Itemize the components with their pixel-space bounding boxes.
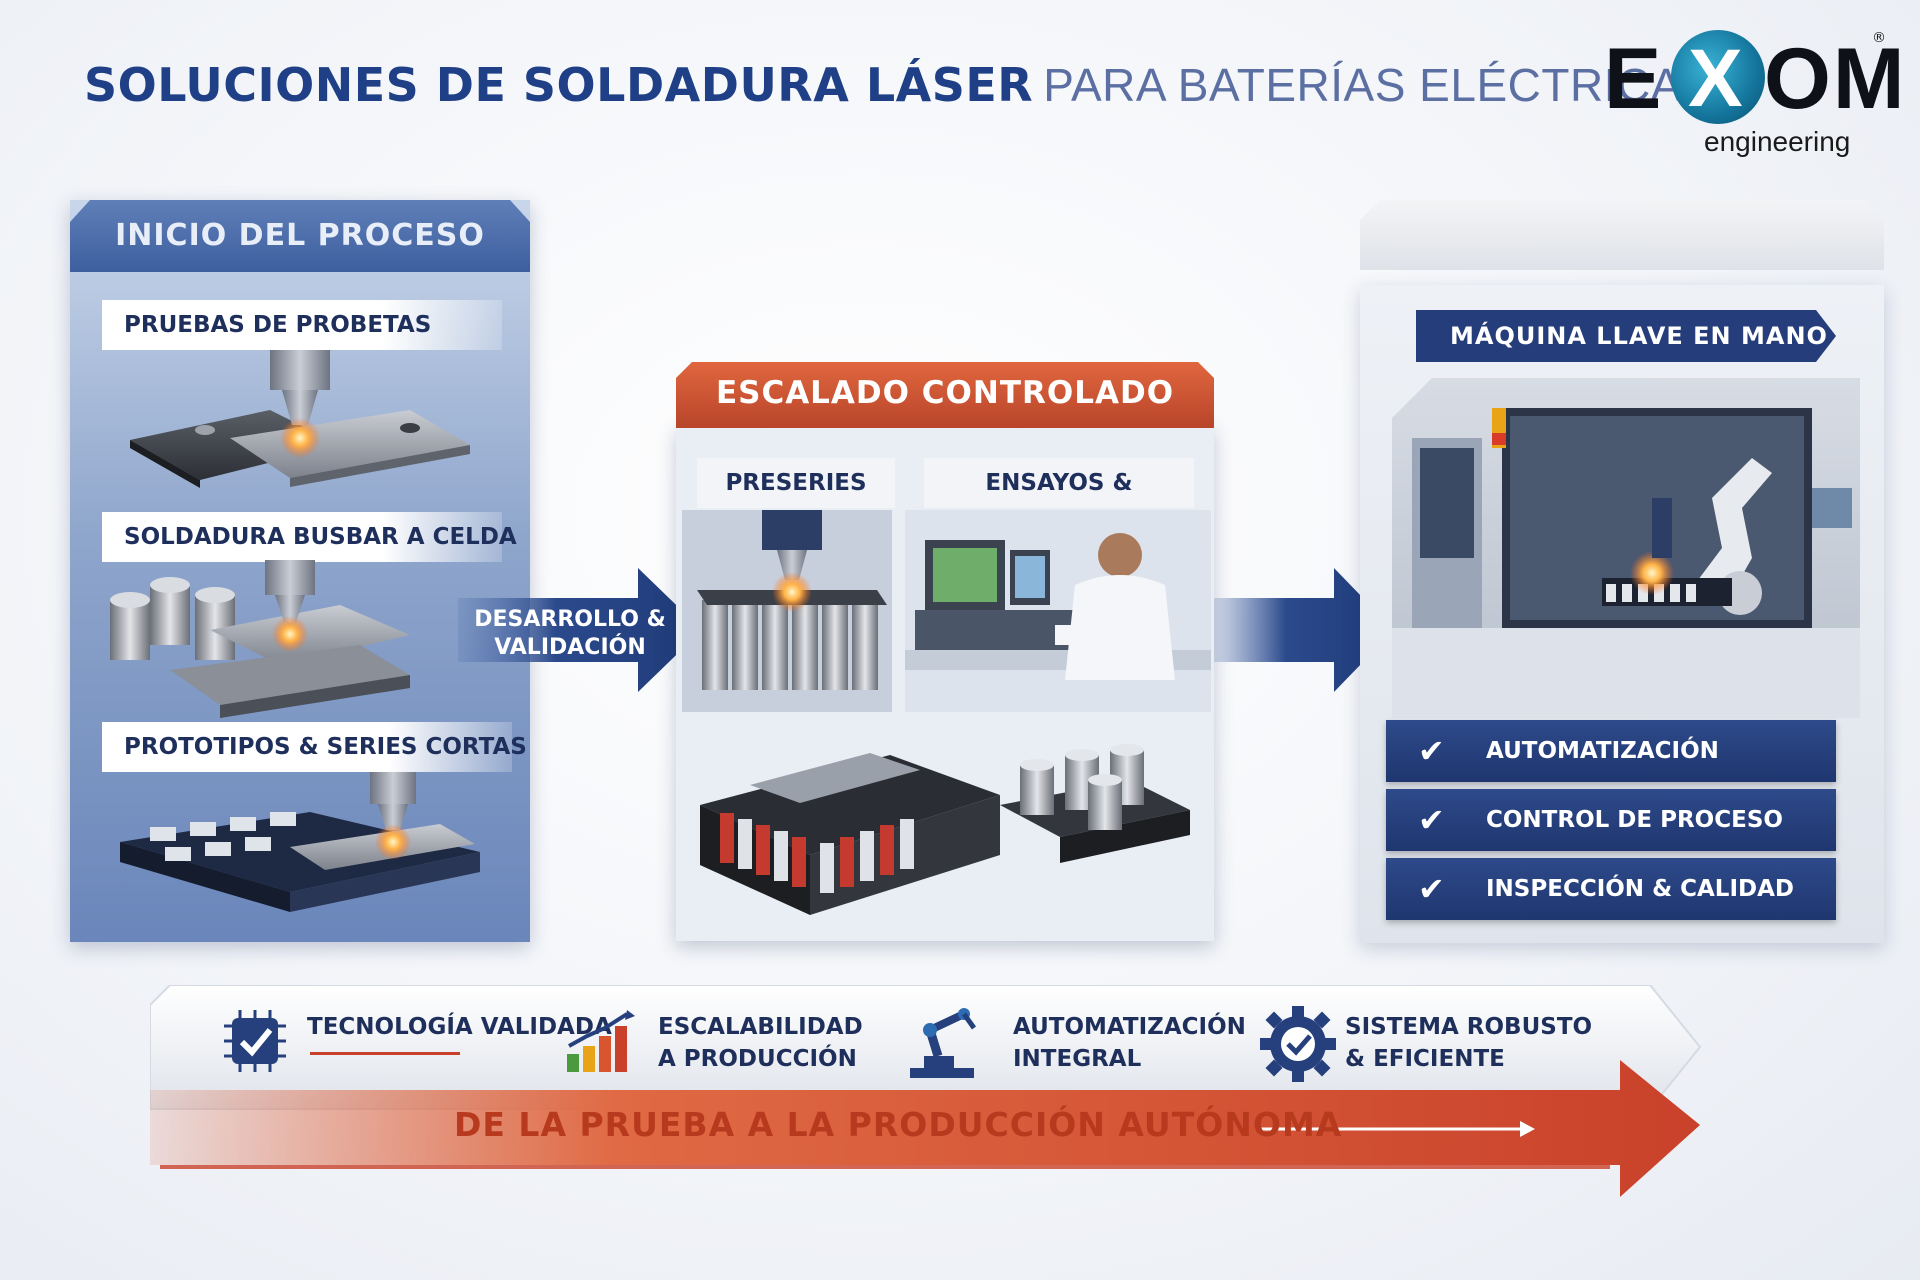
- feature-line2: A PRODUCCIÓN: [658, 1046, 857, 1072]
- title-light: PARA BATERÍAS ELÉCTRICAS: [1043, 59, 1714, 111]
- middle-panel-header: [676, 362, 1214, 428]
- logo-letter-e: E: [1604, 31, 1664, 127]
- right-panel-top: [1360, 200, 1884, 270]
- feature-line1: AUTOMATIZACIÓN: [1013, 1014, 1246, 1040]
- chip-check-icon: [224, 1010, 286, 1072]
- logo-registered-mark: ®: [1872, 30, 1886, 46]
- feature-line2: & EFICIENTE: [1345, 1046, 1505, 1072]
- left-item-label: SOLDADURA BUSBAR A CELDA: [102, 512, 517, 562]
- prototype-module-illustration: [120, 772, 480, 912]
- arrow-1-label: DESARROLLO & VALIDACIÓN: [470, 606, 670, 662]
- testing-lab-illustration: [905, 510, 1211, 712]
- mid-label-preseries: PRESERIES: [697, 458, 895, 508]
- check-label: INSPECCIÓN & CALIDAD: [1486, 876, 1795, 902]
- arrow-to-turnkey: [1214, 568, 1394, 692]
- bar-growth-icon: [567, 1010, 635, 1072]
- left-panel-title: INICIO DEL PROCESO: [115, 218, 485, 253]
- check-icon: ✔: [1418, 732, 1445, 770]
- feature-label: AUTOMATIZACIÓN INTEGRAL: [1013, 1011, 1246, 1075]
- preseries-illustration: [682, 510, 892, 712]
- feature-line1: SISTEMA ROBUSTO: [1345, 1014, 1593, 1040]
- logo-globe-icon: [1671, 30, 1765, 124]
- feature-line1: TECNOLOGÍA VALIDADA: [307, 1014, 612, 1040]
- check-icon: ✔: [1418, 801, 1445, 839]
- check-label: CONTROL DE PROCESO: [1486, 807, 1783, 833]
- left-item-label: PROTOTIPOS & SERIES CORTAS: [102, 722, 527, 772]
- turnkey-ribbon: MÁQUINA LLAVE EN MANO: [1416, 310, 1836, 362]
- mid-label-testing: ENSAYOS & PRUEBAS: [924, 458, 1194, 546]
- logo-subtitle: engineering: [1704, 126, 1851, 157]
- left-item-label: PRUEBAS DE PROBETAS: [102, 300, 502, 350]
- robot-arm-icon: [910, 1008, 977, 1078]
- left-panel-header: [70, 200, 530, 272]
- arrow-1-line2: VALIDACIÓN: [494, 635, 646, 660]
- check-item: ✔ CONTROL DE PROCESO: [1386, 789, 1836, 851]
- check-item: ✔ AUTOMATIZACIÓN: [1386, 720, 1836, 782]
- feature-line2: INTEGRAL: [1013, 1046, 1142, 1072]
- feature-label: ESCALABILIDAD A PRODUCCIÓN: [658, 1011, 863, 1075]
- title-bold: SOLUCIONES DE SOLDADURA LÁSER: [84, 58, 1034, 112]
- gear-check-icon: [1260, 1006, 1336, 1082]
- battery-module-illustration: [700, 744, 1190, 915]
- check-label: AUTOMATIZACIÓN: [1486, 738, 1719, 764]
- check-item: ✔ INSPECCIÓN & CALIDAD: [1386, 858, 1836, 920]
- arrow-1-line1: DESARROLLO &: [474, 607, 666, 632]
- busbar-welding-illustration: [110, 560, 410, 718]
- logo-letters-om: OM: [1764, 31, 1907, 127]
- logo-letter-x: X: [1688, 33, 1743, 124]
- feature-line1: ESCALABILIDAD: [658, 1014, 863, 1040]
- coupon-welding-illustration: [130, 350, 470, 488]
- arrow-development-validation: [458, 568, 702, 692]
- check-icon: ✔: [1418, 870, 1445, 908]
- exom-logo: E X OM ® engineering: [1604, 30, 1905, 160]
- feature-label: SISTEMA ROBUSTO & EFICIENTE: [1345, 1011, 1592, 1075]
- feature-label: TECNOLOGÍA VALIDADA: [307, 1011, 612, 1043]
- turnkey-machine-illustration: [1392, 378, 1860, 718]
- bottom-banner: [150, 985, 1702, 1197]
- middle-panel-title: ESCALADO CONTROLADO: [715, 375, 1175, 411]
- bottom-slogan: DE LA PRUEBA A LA PRODUCCIÓN AUTÓNOMA: [454, 1105, 1343, 1144]
- feature-underline: [310, 1052, 460, 1055]
